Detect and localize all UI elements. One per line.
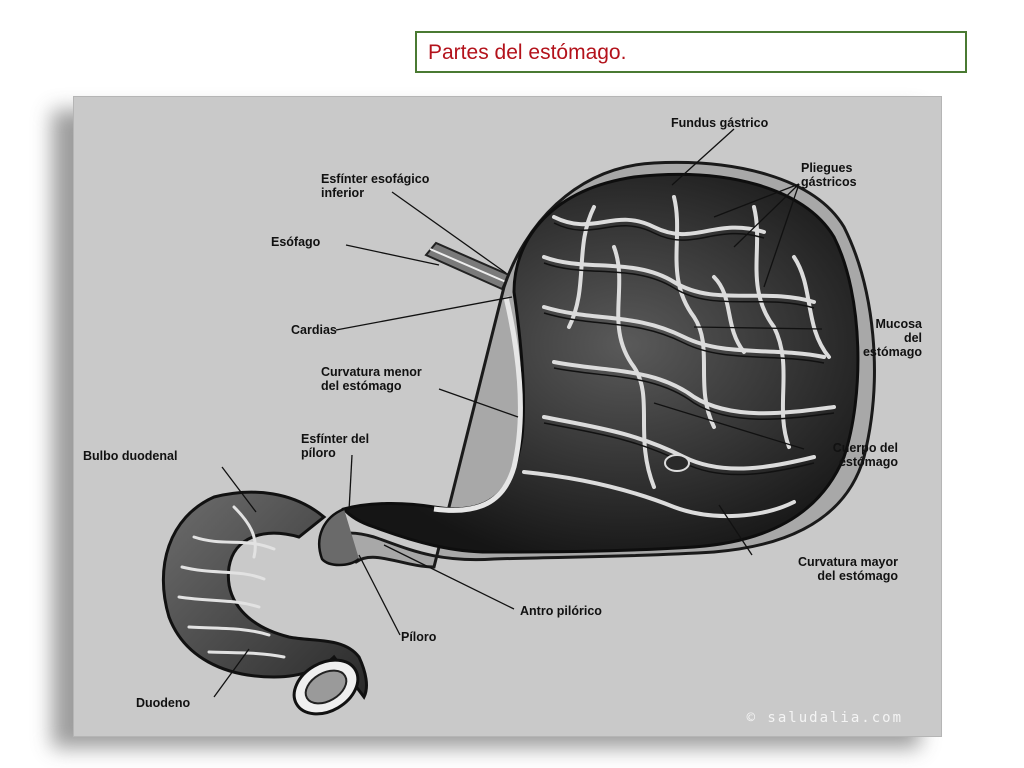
stomach-body	[341, 173, 860, 554]
label-cardias: Cardias	[291, 323, 337, 337]
label-duodeno: Duodeno	[136, 696, 191, 710]
stomach-diagram: Fundus gástrico Pliegues gástricos Esfín…	[73, 96, 942, 737]
label-mucosa: Mucosa del estómago	[862, 317, 922, 359]
label-cuerpo: Cuerpo del estómago	[832, 441, 898, 469]
label-piloro: Píloro	[401, 630, 437, 644]
label-antro-pilorico: Antro pilórico	[520, 604, 602, 618]
label-curvatura-menor: Curvatura menor del estómago	[321, 365, 422, 393]
leader-lines	[213, 128, 823, 698]
gastric-folds-shadow	[543, 222, 835, 476]
pyloric-sphincter-shape	[317, 507, 360, 567]
slide-title: Partes del estómago.	[428, 41, 627, 64]
label-pliegues: Pliegues gástricos	[801, 161, 857, 189]
duodenum-lumen	[304, 669, 348, 705]
label-curvatura-mayor: Curvatura mayor del estómago	[797, 555, 898, 583]
duodenal-folds	[177, 505, 286, 659]
fold-detail	[664, 454, 690, 472]
label-bulbo-duodenal: Bulbo duodenal	[83, 449, 178, 463]
stomach-illustration	[161, 128, 876, 716]
lesser-curvature-band	[433, 296, 523, 513]
label-esfinter-esofagico: Esfínter esofágico inferior	[321, 172, 430, 200]
label-esfinter-piloro: Esfínter del píloro	[301, 432, 370, 460]
label-esofago: Esófago	[271, 235, 321, 249]
label-fundus: Fundus gástrico	[671, 116, 769, 130]
watermark: © saludalia.com	[746, 710, 903, 726]
slide-title-box: Partes del estómago.	[415, 31, 967, 73]
